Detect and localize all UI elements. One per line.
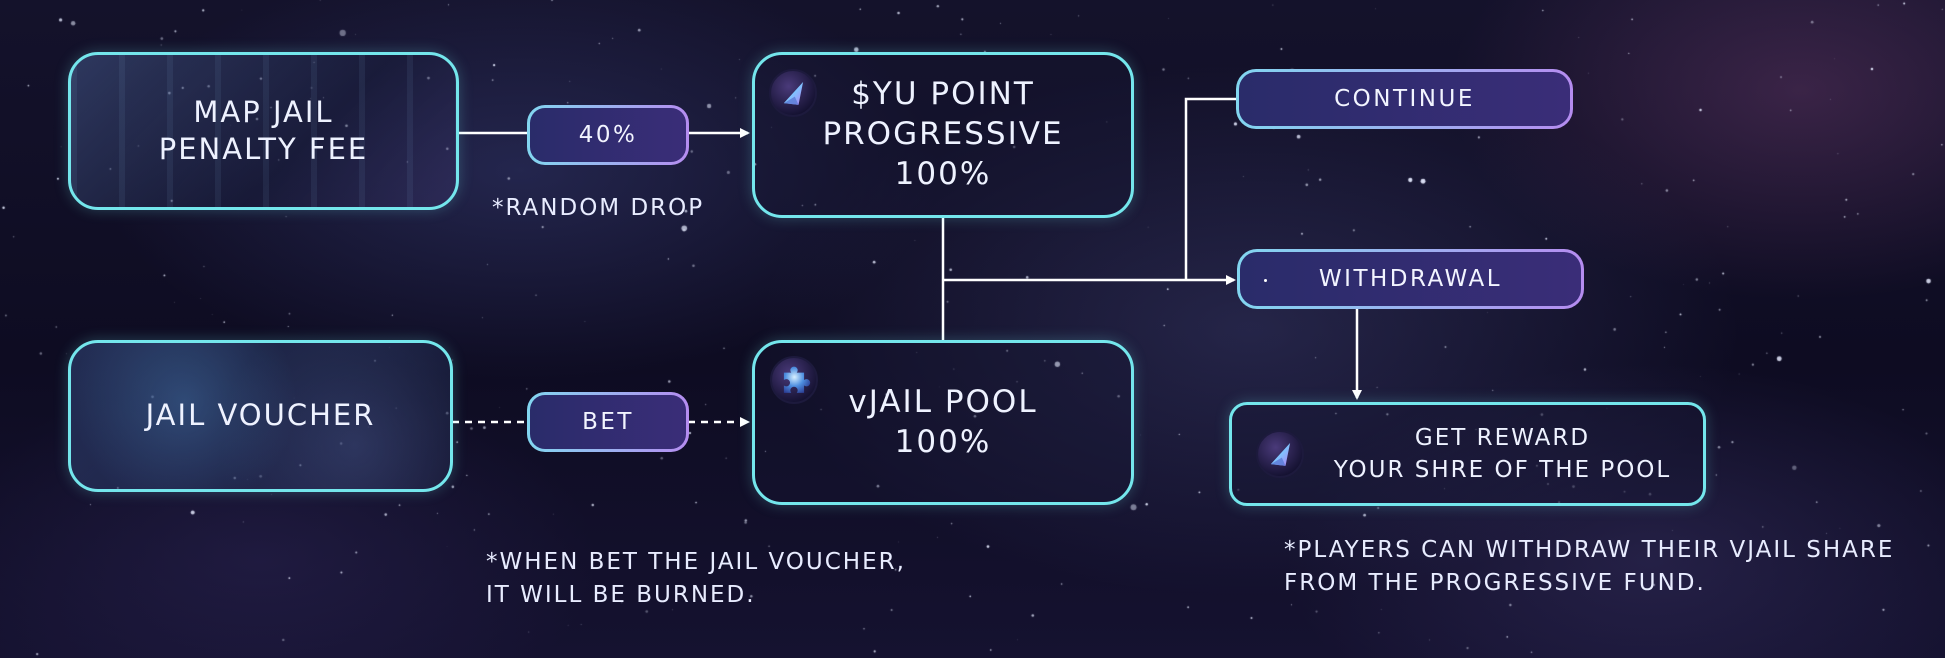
triangle-gem-icon — [1256, 430, 1304, 478]
node-vjail-pool: vJAIL POOL 100% — [752, 340, 1134, 505]
node-continue-label: CONTINUE — [1334, 86, 1475, 112]
note-random-drop: *RANDOM DROP — [492, 195, 705, 221]
node-yu-point-label: $YU POINT PROGRESSIVE 100% — [822, 76, 1064, 192]
node-get-reward-label: GET REWARD YOUR SHRE OF THE POOL — [1333, 424, 1672, 483]
node-jail-voucher-label: JAIL VOUCHER — [145, 398, 376, 433]
node-jail-voucher: JAIL VOUCHER — [68, 340, 453, 492]
node-map-jail: MAP JAIL PENALTY FEE — [68, 52, 459, 210]
edge-label-bet: BET — [527, 392, 689, 452]
node-map-jail-label: MAP JAIL PENALTY FEE — [158, 94, 369, 166]
note-withdraw: *PLAYERS CAN WITHDRAW THEIR VJAIL SHARE … — [1284, 537, 1895, 597]
edge-label-pct: 40% — [527, 105, 689, 165]
node-continue: CONTINUE — [1236, 69, 1573, 129]
edge-label-bet-text: BET — [582, 409, 634, 435]
node-withdrawal-label: WITHDRAWAL — [1318, 266, 1503, 292]
edge-label-pct-text: 40% — [578, 122, 638, 148]
node-get-reward: GET REWARD YOUR SHRE OF THE POOL — [1229, 402, 1706, 506]
node-vjail-pool-label: vJAIL POOL 100% — [848, 383, 1038, 460]
dot-marker — [1264, 279, 1267, 282]
node-withdrawal: WITHDRAWAL — [1237, 249, 1584, 309]
puzzle-gem-icon — [770, 356, 818, 404]
node-yu-point: $YU POINT PROGRESSIVE 100% — [752, 52, 1134, 218]
triangle-gem-icon — [769, 69, 817, 117]
note-burn: *WHEN BET THE JAIL VOUCHER, IT WILL BE B… — [486, 549, 906, 609]
